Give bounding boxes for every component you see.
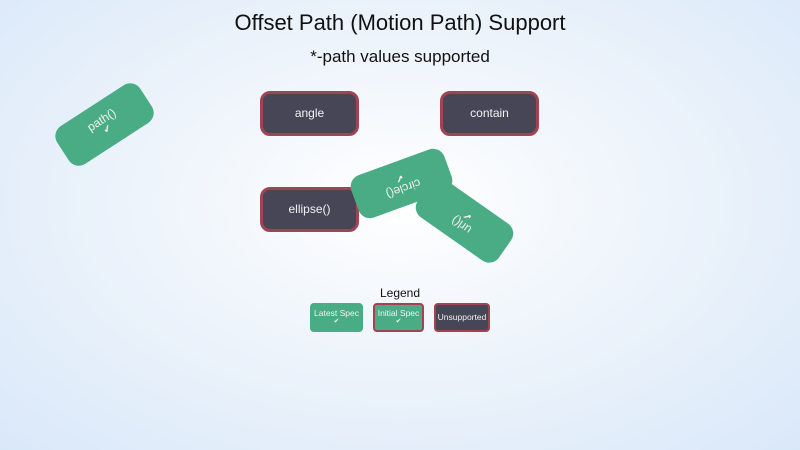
check-icon: ✔	[101, 122, 115, 137]
check-icon: ✔	[393, 170, 406, 185]
legend-item-unsupported: Unsupported	[434, 303, 490, 332]
legend-label: Latest Spec	[314, 308, 359, 319]
page-subtitle: *-path values supported	[310, 47, 490, 66]
box-path: path() ✔	[50, 78, 159, 171]
page-title: Offset Path (Motion Path) Support	[234, 10, 566, 35]
legend-label: Unsupported	[437, 312, 487, 323]
check-icon: ✔	[333, 317, 340, 325]
legend-item-initial-spec: Initial Spec ✔	[373, 303, 424, 332]
box-url: url() ✔	[411, 173, 518, 268]
legend-label: Initial Spec	[377, 308, 420, 319]
box-label: angle	[294, 105, 325, 120]
check-icon: ✔	[461, 208, 475, 223]
box-label: contain	[470, 105, 509, 120]
box-ellipse: ellipse()	[260, 187, 359, 232]
box-angle: angle	[260, 91, 359, 136]
legend-title: Legend	[379, 286, 421, 300]
box-contain: contain	[440, 91, 539, 136]
check-icon: ✔	[395, 317, 402, 325]
legend-item-latest-spec: Latest Spec ✔	[310, 303, 363, 332]
box-label: ellipse()	[288, 201, 331, 216]
